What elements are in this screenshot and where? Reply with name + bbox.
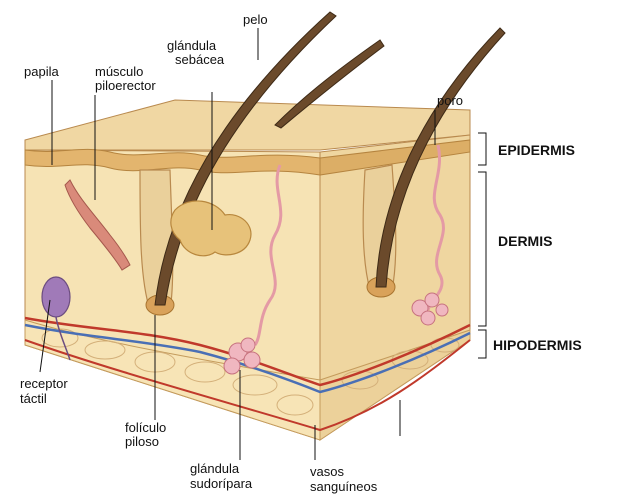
bracket-dermis xyxy=(478,172,486,326)
label-musculo-1: músculo xyxy=(95,64,143,79)
bracket-epidermis xyxy=(478,133,486,165)
label-epidermis: EPIDERMIS xyxy=(498,142,575,158)
label-glandula-sebacea-2: sebácea xyxy=(175,52,225,67)
label-pelo: pelo xyxy=(243,12,268,27)
label-foliculo-2: piloso xyxy=(125,434,159,449)
label-receptor-1: receptor xyxy=(20,376,68,391)
label-hipodermis: HIPODERMIS xyxy=(493,337,582,353)
label-dermis: DERMIS xyxy=(498,233,552,249)
label-sudoripara-1: glándula xyxy=(190,461,240,476)
label-vasos-2: sanguíneos xyxy=(310,479,378,494)
label-sudoripara-2: sudorípara xyxy=(190,476,253,491)
label-foliculo-1: folículo xyxy=(125,420,166,435)
label-vasos-1: vasos xyxy=(310,464,344,479)
tactile-receptor xyxy=(42,277,70,317)
label-receptor-2: táctil xyxy=(20,391,47,406)
label-papila: papila xyxy=(24,64,59,79)
label-poro: poro xyxy=(437,93,463,108)
label-musculo-2: piloerector xyxy=(95,78,156,93)
bracket-hipodermis xyxy=(478,330,486,358)
label-glandula-sebacea-1: glándula xyxy=(167,38,217,53)
